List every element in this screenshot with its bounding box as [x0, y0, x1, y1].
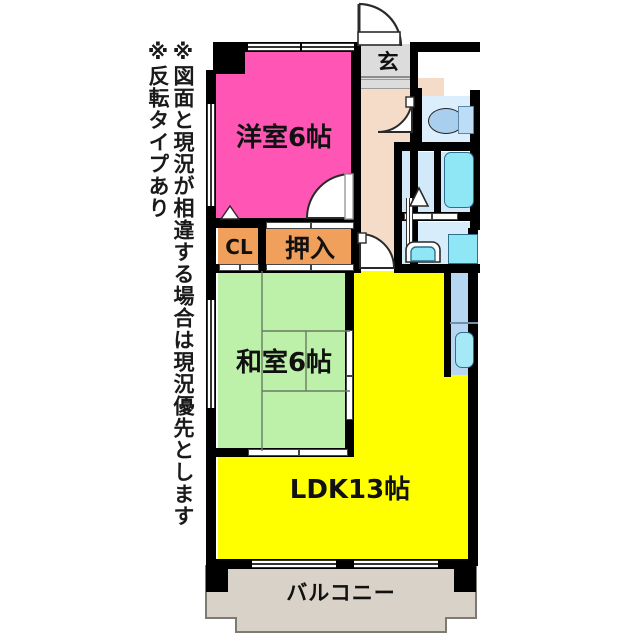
toilet-door-arc: [377, 96, 415, 133]
wall-washroom-left: [394, 212, 402, 270]
room-label-japanese: 和室6帖: [235, 347, 333, 378]
tatami-lines: [261, 271, 350, 451]
wall-toilet-left: [414, 88, 422, 146]
bathtub-icon: [444, 152, 474, 208]
balcony-shape: [205, 565, 477, 633]
window-ldk-bottom-b: [354, 560, 438, 568]
wall-western-right: [351, 42, 361, 224]
oshiire-top-slide[interactable]: [266, 222, 354, 229]
window-corridor-right: [406, 198, 413, 250]
entrance-label: 玄: [377, 50, 399, 74]
wall-washroom-bottom: [394, 264, 480, 273]
closet-cl-slide-door[interactable]: [219, 264, 259, 271]
pillar-triangle: [219, 204, 241, 220]
room-label-western: 洋室6帖: [235, 122, 333, 153]
wall-corridor-right: [410, 88, 418, 270]
washroom-door-arc: [357, 232, 396, 269]
plan-note-primary: ※図面と現況が相違する場合は現況優先とします: [171, 40, 195, 527]
closet-cl-fill: [218, 228, 260, 268]
entrance-front-door[interactable]: [357, 2, 403, 47]
balcony-label: バルコニー: [286, 581, 396, 605]
bath-entry-door[interactable]: [404, 213, 458, 220]
bath-vent-icon: [408, 186, 430, 208]
fusuma-japanese-ldk-bottom[interactable]: [248, 449, 348, 456]
wall-corridor-left: [351, 218, 361, 273]
western-shape: [215, 50, 355, 220]
plan-note-secondary: ※反転タイプあり: [146, 40, 170, 219]
wall-entrance-right: [410, 42, 418, 92]
window-japanese-left: [207, 300, 215, 408]
balcony-pier-right: [454, 566, 476, 592]
wall-top-right: [414, 42, 480, 52]
closet-label-cl: CL: [225, 235, 253, 259]
closet-label-oshiire: 押入: [284, 234, 335, 263]
wash-basin-shape: [405, 241, 441, 263]
window-western-left: [207, 104, 215, 206]
wall-closet-divider: [258, 224, 266, 268]
tatami-mat-grid: [218, 271, 350, 451]
wall-bottom-outer: [206, 559, 476, 569]
washing-machine-pan-icon: [448, 234, 478, 264]
washroom-door[interactable]: [356, 232, 398, 269]
toilet-door[interactable]: [372, 96, 415, 133]
window-ldk-bottom-a: [252, 560, 336, 568]
western-door-arc: [305, 172, 354, 220]
western-room-door[interactable]: [305, 172, 354, 220]
closet-oshiire-slide-door[interactable]: [266, 264, 354, 271]
wall-left-lower: [206, 264, 216, 569]
bath-vent-shape: [408, 186, 430, 207]
window-western-top-a: [248, 43, 300, 51]
entrance-fill: [358, 44, 418, 80]
wall-bath-divider: [434, 146, 441, 216]
toilet-tank-icon: [458, 106, 474, 134]
wall-bath-left: [394, 142, 402, 220]
kitchen-counter-divider: [450, 322, 478, 324]
entrance-door-arc: [357, 2, 403, 47]
wall-right-outer: [468, 228, 478, 566]
wall-western-notch: [213, 42, 245, 74]
wash-basin-icon: [404, 240, 442, 264]
window-western-top-b: [302, 43, 354, 51]
wall-kitchen-left: [444, 271, 451, 377]
room-western-fill: [215, 50, 355, 220]
balcony-pier-left: [206, 566, 228, 592]
entrance-step-line: [358, 76, 418, 78]
closet-oshiire-fill: [265, 228, 355, 268]
entrance-step-band: [358, 79, 418, 89]
room-label-ldk: LDK13帖: [289, 474, 411, 505]
room-japanese-fill: [218, 271, 350, 451]
balcony-area: [205, 565, 477, 636]
kitchen-sink-icon: [455, 332, 474, 368]
pillar-marker-western: [219, 204, 241, 220]
wall-right-outer-upper: [470, 90, 480, 230]
